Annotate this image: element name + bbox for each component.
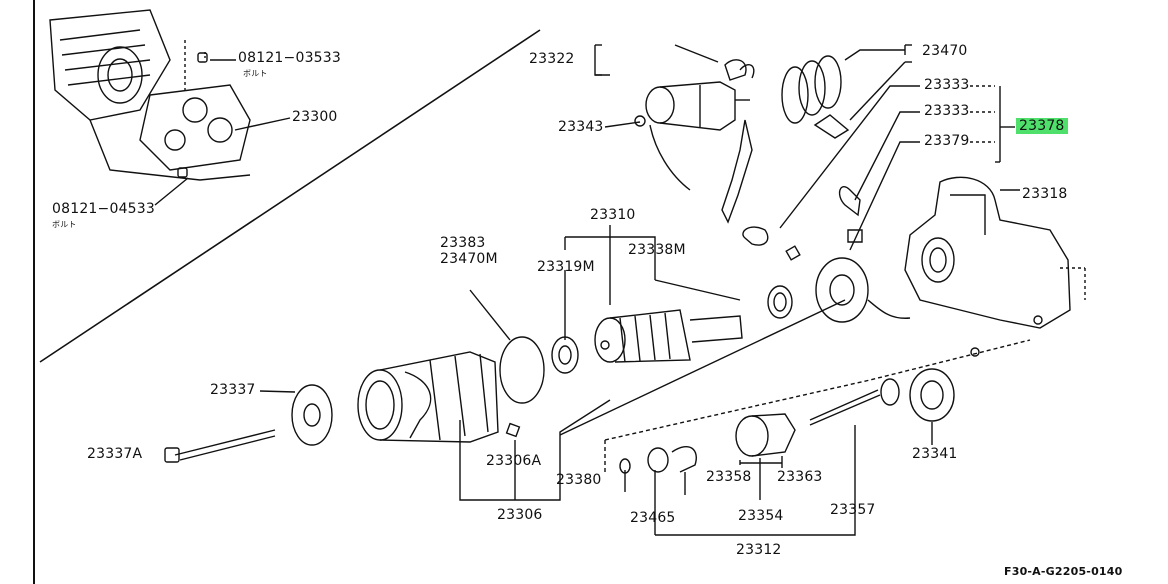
diagonal-separator xyxy=(40,30,540,362)
callout-23312: 23312 xyxy=(736,542,782,558)
callout-23379: 23379 xyxy=(924,133,970,149)
yoke-drawing xyxy=(358,290,845,500)
callout-23337A: 23337A xyxy=(87,446,143,462)
callout-23337: 23337 xyxy=(210,382,256,398)
callout-23318: 23318 xyxy=(1022,186,1068,202)
callout-bolt-a: ボルト xyxy=(243,69,268,78)
callout-08121-04533: 08121−04533 xyxy=(52,201,156,217)
callout-23333-a: 23333 xyxy=(924,77,970,93)
callout-23306: 23306 xyxy=(497,507,543,523)
pinion-drawing xyxy=(605,340,1030,535)
armature-drawing xyxy=(565,225,792,362)
callout-23470: 23470 xyxy=(922,43,968,59)
engine-inset-drawing xyxy=(50,10,290,205)
callout-23306A: 23306A xyxy=(486,453,542,469)
callout-23343: 23343 xyxy=(558,119,604,135)
callout-23338M: 23338M xyxy=(628,242,686,258)
gasket-drawing xyxy=(782,45,912,138)
figure-code: F30-A-G2205-0140 xyxy=(1004,565,1123,578)
brush-callouts xyxy=(743,86,1015,260)
callout-23357: 23357 xyxy=(830,502,876,518)
callout-08121-03533: 08121−03533 xyxy=(238,50,342,66)
callout-23333-b: 23333 xyxy=(924,103,970,119)
callout-bolt-b: ボルト xyxy=(52,220,77,229)
bearing-drawing xyxy=(552,270,578,373)
callout-23363: 23363 xyxy=(777,469,823,485)
callout-23322: 23322 xyxy=(529,51,575,67)
callout-23319M: 23319M xyxy=(537,259,595,275)
callout-23378-highlighted[interactable]: 23378 xyxy=(1016,118,1068,134)
end-frame-drawing xyxy=(905,177,1085,328)
brush-plate-drawing xyxy=(816,258,910,322)
callout-23341: 23341 xyxy=(912,446,958,462)
callout-23383: 23383 xyxy=(440,235,486,251)
cover-drawing xyxy=(165,385,332,462)
callout-23470M: 23470M xyxy=(440,251,498,267)
solenoid-drawing xyxy=(595,45,754,222)
callout-23300: 23300 xyxy=(292,109,338,125)
callout-23380: 23380 xyxy=(556,472,602,488)
callout-23358: 23358 xyxy=(706,469,752,485)
callout-23310: 23310 xyxy=(590,207,636,223)
callout-23354: 23354 xyxy=(738,508,784,524)
callout-23465: 23465 xyxy=(630,510,676,526)
